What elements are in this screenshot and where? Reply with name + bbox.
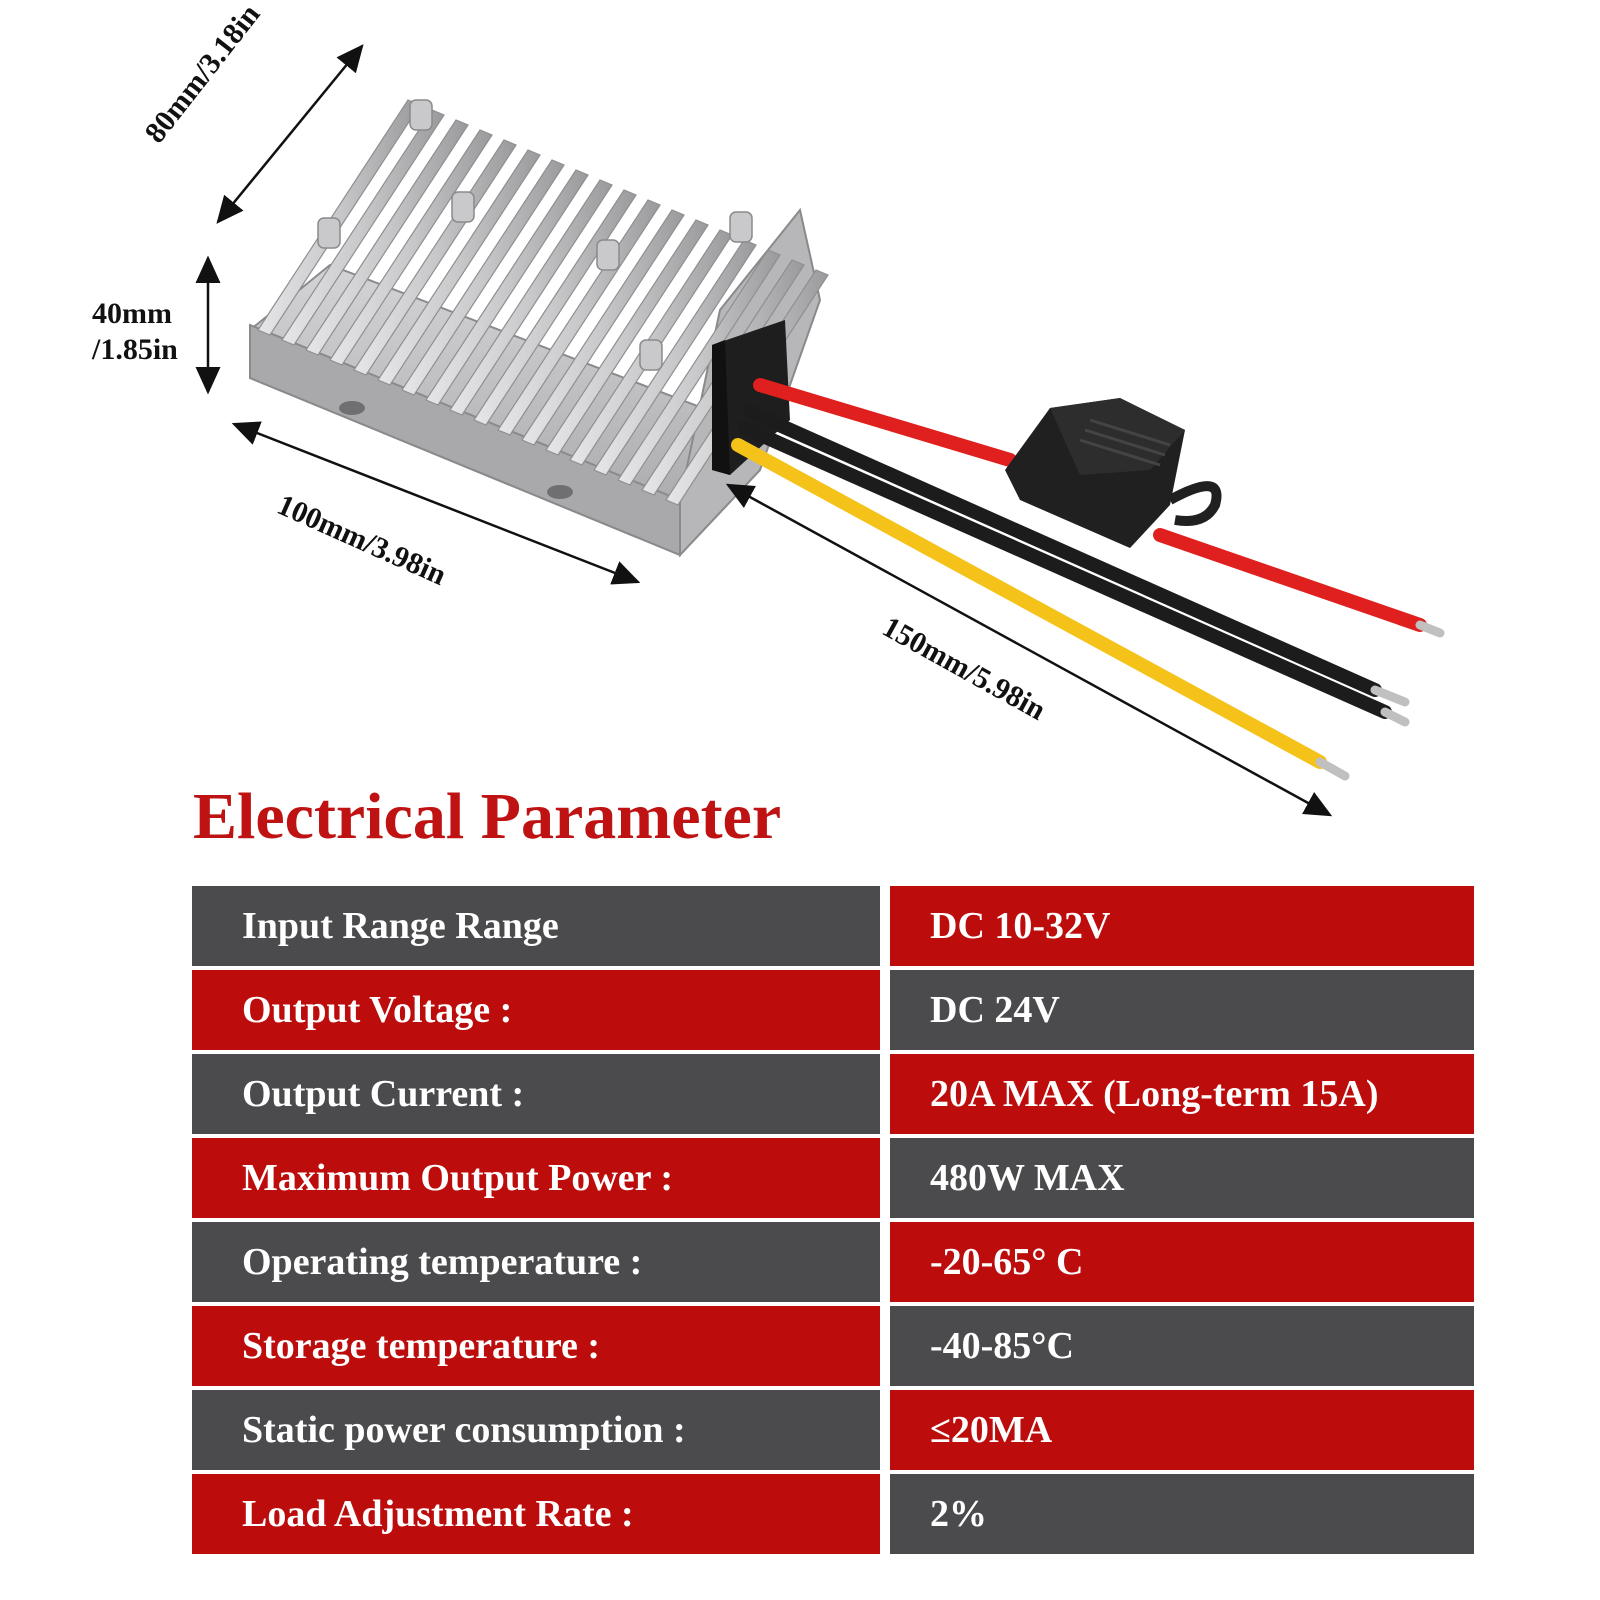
- parameter-label: Input Range Range: [192, 886, 880, 966]
- parameter-value: DC 24V: [890, 970, 1474, 1050]
- parameter-row: Operating temperature :-20-65° C: [192, 1222, 1474, 1302]
- section-title: Electrical Parameter: [193, 780, 782, 853]
- parameter-label: Storage temperature :: [192, 1306, 880, 1386]
- parameter-value: DC 10-32V: [890, 886, 1474, 966]
- parameter-row: Static power consumption :≤20MA: [192, 1390, 1474, 1470]
- heatsink-fin: [377, 149, 541, 386]
- parameter-value: -20-65° C: [890, 1222, 1474, 1302]
- heatsink-fin: [329, 129, 493, 366]
- dimension-arrows: [195, 44, 1333, 817]
- dimension-height-label: 40mm /1.85in: [92, 296, 178, 368]
- parameter-value: -40-85°C: [890, 1306, 1474, 1386]
- heatsink-fin: [449, 179, 613, 416]
- inline-fuse-holder: [1005, 398, 1222, 548]
- heatsink-fin: [425, 169, 589, 406]
- parameter-label: Static power consumption :: [192, 1390, 880, 1470]
- parameter-value: 20A MAX (Long-term 15A): [890, 1054, 1474, 1134]
- parameter-label: Load Adjustment Rate :: [192, 1474, 880, 1554]
- parameter-row: Output Voltage :DC 24V: [192, 970, 1474, 1050]
- parameter-value: ≤20MA: [890, 1390, 1474, 1470]
- parameter-label: Output Current :: [192, 1054, 880, 1134]
- converter-product-illustration: [195, 44, 1445, 817]
- parameter-label: Operating temperature :: [192, 1222, 880, 1302]
- dimension-height-mm: 40mm: [92, 297, 172, 330]
- heatsink-fin: [305, 119, 469, 356]
- parameter-value: 480W MAX: [890, 1138, 1474, 1218]
- parameter-value: 2%: [890, 1474, 1474, 1554]
- stripped-wire-tips: [1315, 620, 1445, 781]
- parameter-row: Storage temperature :-40-85°C: [192, 1306, 1474, 1386]
- parameter-label: Maximum Output Power :: [192, 1138, 880, 1218]
- parameter-label: Output Voltage :: [192, 970, 880, 1050]
- heatsink-fin: [401, 159, 565, 396]
- parameter-row: Output Current :20A MAX (Long-term 15A): [192, 1054, 1474, 1134]
- parameter-row: Load Adjustment Rate :2%: [192, 1474, 1474, 1554]
- aluminium-housing: [249, 99, 829, 558]
- parameter-row: Maximum Output Power :480W MAX: [192, 1138, 1474, 1218]
- heatsink-fin: [281, 109, 445, 346]
- dimension-height-in: /1.85in: [92, 333, 178, 366]
